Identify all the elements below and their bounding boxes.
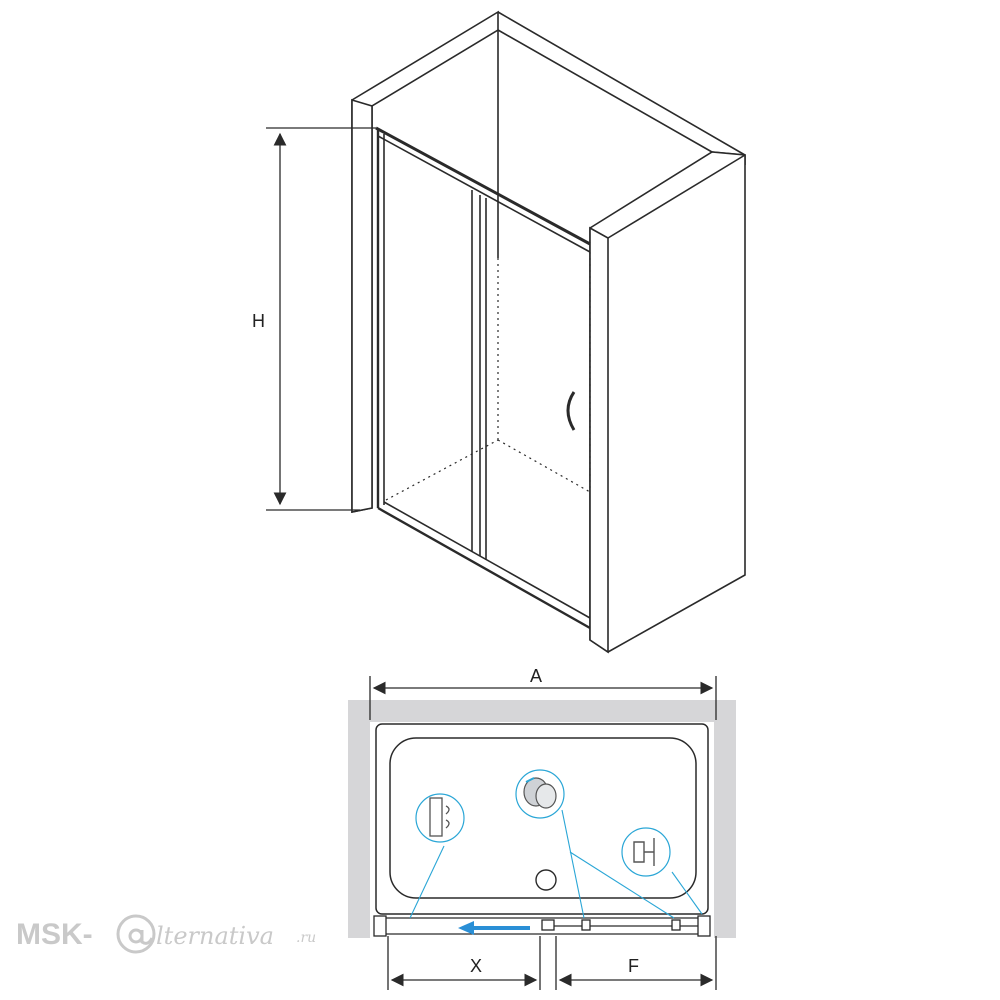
door-profile-icon bbox=[415, 793, 465, 843]
width-label: A bbox=[530, 666, 542, 686]
opening-dimension bbox=[387, 936, 541, 990]
seal-profile-icon bbox=[621, 827, 671, 877]
back-wall-plan bbox=[348, 700, 736, 722]
right-wall-plan bbox=[714, 700, 736, 938]
door-handle-icon bbox=[566, 391, 576, 431]
height-label: H bbox=[252, 311, 265, 331]
fixed-dimension bbox=[555, 936, 717, 990]
tray-outline bbox=[385, 252, 591, 501]
watermark-suffix: .ru bbox=[296, 930, 316, 946]
width-dimension bbox=[369, 676, 717, 720]
door-rail bbox=[373, 915, 711, 937]
slide-direction-arrow-icon bbox=[458, 921, 530, 935]
left-wall bbox=[351, 10, 499, 513]
door-frame bbox=[375, 126, 591, 630]
opening-label: X bbox=[470, 956, 482, 976]
height-dimension bbox=[266, 127, 376, 511]
drain-icon bbox=[535, 869, 557, 891]
plan-view bbox=[348, 700, 736, 938]
right-wall bbox=[589, 151, 746, 654]
left-wall-plan bbox=[348, 700, 370, 938]
watermark: MSK- lternativa .ru bbox=[16, 914, 316, 954]
roller-icon bbox=[515, 769, 565, 819]
fixed-label: F bbox=[628, 956, 639, 976]
watermark-at-logo-icon bbox=[116, 914, 156, 954]
door-panels bbox=[471, 190, 487, 560]
watermark-script: lternativa bbox=[156, 922, 274, 950]
callout-lines bbox=[409, 809, 703, 919]
back-wall bbox=[497, 11, 746, 165]
watermark-prefix: MSK- bbox=[16, 918, 93, 951]
isometric-view bbox=[351, 10, 746, 654]
